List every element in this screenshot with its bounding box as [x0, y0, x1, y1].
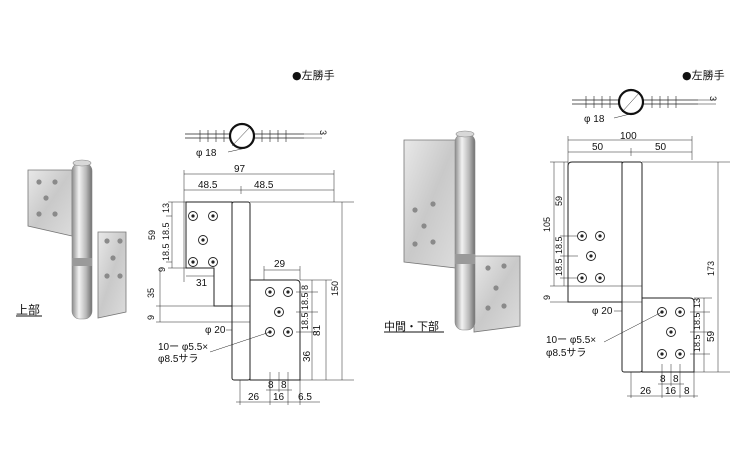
mid-hinge-drawing: ●左勝手 3 φ 18 100 50 50	[542, 68, 730, 398]
mid-thickness: 3	[708, 96, 718, 101]
top-knuckle	[231, 201, 251, 381]
top-lower-holes	[265, 287, 293, 337]
top-width: 97	[234, 164, 246, 175]
mid-hole-spec-2: φ8.5サラ	[546, 347, 586, 359]
top-dim-16: 16	[273, 392, 285, 403]
top-dim-18-5d: 18.5	[300, 312, 310, 330]
mid-dim-9: 9	[542, 295, 552, 300]
mid-dim-173: 173	[706, 261, 716, 276]
top-dim-13: 13	[161, 203, 171, 213]
mid-dim-8c: 8	[684, 386, 690, 397]
top-thickness: 3	[318, 130, 328, 135]
top-hand-label: ●左勝手	[292, 68, 335, 82]
top-dim-18-5b: 18.5	[161, 243, 171, 261]
top-dim-9: 9	[157, 267, 167, 272]
top-dim-35: 35	[146, 288, 156, 298]
top-knuckle-dia: φ 20	[205, 325, 226, 336]
mid-dim-59b: 59	[706, 330, 717, 342]
mid-dim-8a: 8	[660, 374, 666, 385]
top-hinge-label: 上部	[16, 302, 40, 317]
mid-dim-26: 26	[640, 386, 652, 397]
mid-upper-holes	[577, 231, 605, 283]
top-half-left: 48.5	[198, 180, 218, 191]
top-hole-spec-1: 10ー φ5.5×	[158, 342, 208, 353]
top-lower-leaf	[249, 279, 301, 381]
mid-hole-spec-1: 10ー φ5.5×	[546, 335, 596, 346]
top-hole-spec-2: φ8.5サラ	[158, 353, 198, 365]
mid-dim-59: 59	[554, 196, 564, 206]
mid-dim-18-5c: 18.5	[692, 312, 702, 330]
top-dim-36: 36	[302, 350, 313, 362]
top-dim-6-5: 6.5	[298, 392, 312, 403]
top-dim-29: 29	[274, 259, 286, 270]
mid-half-right: 50	[655, 142, 667, 153]
mid-pin-dia: φ 18	[584, 114, 605, 125]
mid-knuckle-dia: φ 20	[592, 306, 613, 317]
mid-knuckle	[621, 161, 643, 373]
top-dim-8b: 8	[281, 380, 287, 391]
mid-dim-8b: 8	[673, 374, 679, 385]
mid-upper-leaf	[567, 161, 623, 303]
top-hinge-photo	[27, 159, 127, 320]
top-pin-dia: φ 18	[196, 148, 217, 159]
top-dim-150: 150	[330, 281, 340, 296]
mid-half-left: 50	[592, 142, 604, 153]
top-dim-59: 59	[147, 230, 157, 240]
top-half-right: 48.5	[254, 180, 274, 191]
top-hinge-drawing: ●左勝手 3 φ 18 97 48.5 48.5	[146, 68, 354, 405]
mid-dim-13: 13	[692, 298, 702, 308]
mid-hand-label: ●左勝手	[682, 68, 725, 82]
top-dim-8: 8	[300, 285, 310, 290]
mid-width: 100	[620, 131, 637, 142]
top-plan-view: 3 φ 18	[185, 122, 328, 159]
top-dim-81: 81	[312, 324, 323, 336]
top-dim-18-5c: 18.5	[300, 292, 310, 310]
mid-plan-view: 3 φ 18	[572, 88, 718, 125]
mid-dim-18-5b: 18.5	[554, 258, 564, 276]
top-dim-18-5a: 18.5	[161, 222, 171, 240]
mid-dim-105: 105	[542, 217, 552, 232]
top-dim-9b: 9	[146, 315, 156, 320]
mid-dim-16: 16	[665, 386, 677, 397]
mid-hinge-photo	[403, 130, 521, 333]
top-upper-holes	[188, 211, 218, 267]
mid-hinge-label: 中間・下部	[384, 319, 439, 333]
mid-dim-18-5d: 18.5	[692, 334, 702, 352]
top-dim-31: 31	[196, 278, 208, 289]
mid-dim-18-5a: 18.5	[554, 236, 564, 254]
top-dim-26: 26	[248, 392, 260, 403]
top-dim-8a: 8	[268, 380, 274, 391]
